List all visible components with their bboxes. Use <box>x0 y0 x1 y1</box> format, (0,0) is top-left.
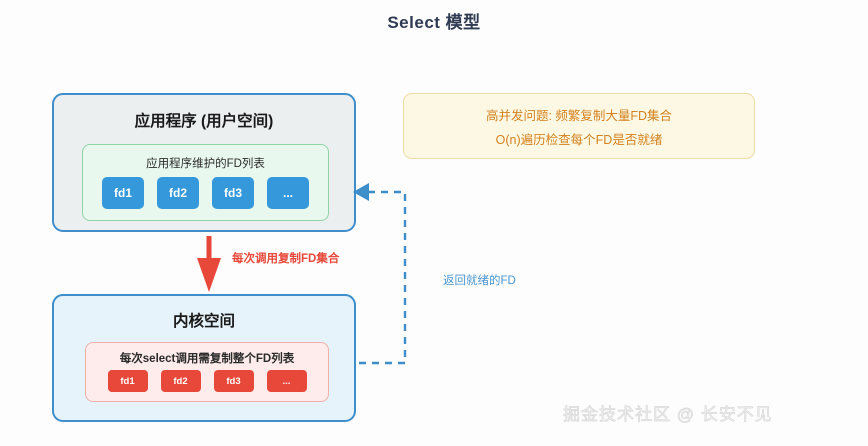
return-path-label: 返回就绪的FD <box>443 275 516 287</box>
down-arrow-icon <box>197 236 221 292</box>
user-space-title: 应用程序 (用户空间) <box>134 113 274 130</box>
fd-chip[interactable]: fd2 <box>157 177 199 209</box>
note-line-1: 高并发问题: 频繁复制大量FD集合 <box>485 108 673 123</box>
fd-chip-more[interactable]: ... <box>267 177 309 209</box>
app-fd-list-box: 应用程序维护的FD列表 fd1 fd2 fd3 ... <box>82 144 329 221</box>
note-line-2: O(n)遍历检查每个FD是否就绪 <box>495 132 663 147</box>
app-fd-list-caption: 应用程序维护的FD列表 <box>146 158 265 170</box>
high-concurrency-note-box: 高并发问题: 频繁复制大量FD集合 O(n)遍历检查每个FD是否就绪 <box>403 93 755 159</box>
kernel-fd-list-box: 每次select调用需复制整个FD列表 fd1 fd2 fd3 ... <box>85 342 329 402</box>
watermark: 掘金技术社区 @ 长安不见 <box>563 405 773 425</box>
kernel-space-box: 内核空间 每次select调用需复制整个FD列表 fd1 fd2 fd3 ... <box>52 294 356 422</box>
fd-chip[interactable]: fd3 <box>212 177 254 209</box>
kernel-fd-list-caption: 每次select调用需复制整个FD列表 <box>119 353 295 365</box>
fd-chip-more[interactable]: ... <box>266 370 307 392</box>
kernel-space-title: 内核空间 <box>172 313 235 330</box>
page-title: Select 模型 <box>387 13 481 32</box>
fd-chip[interactable]: fd2 <box>160 370 201 392</box>
user-space-box: 应用程序 (用户空间) 应用程序维护的FD列表 fd1 fd2 fd3 ... <box>52 93 356 232</box>
fd-chip[interactable]: fd1 <box>102 177 144 209</box>
copy-arrow-label: 每次调用复制FD集合 <box>232 253 340 265</box>
fd-chip[interactable]: fd3 <box>213 370 254 392</box>
app-fd-chip-row: fd1 fd2 fd3 ... <box>83 177 328 209</box>
kernel-fd-chip-row: fd1 fd2 fd3 ... <box>86 370 328 392</box>
fd-chip[interactable]: fd1 <box>107 370 148 392</box>
left-arrow-dashed-icon <box>353 183 407 365</box>
